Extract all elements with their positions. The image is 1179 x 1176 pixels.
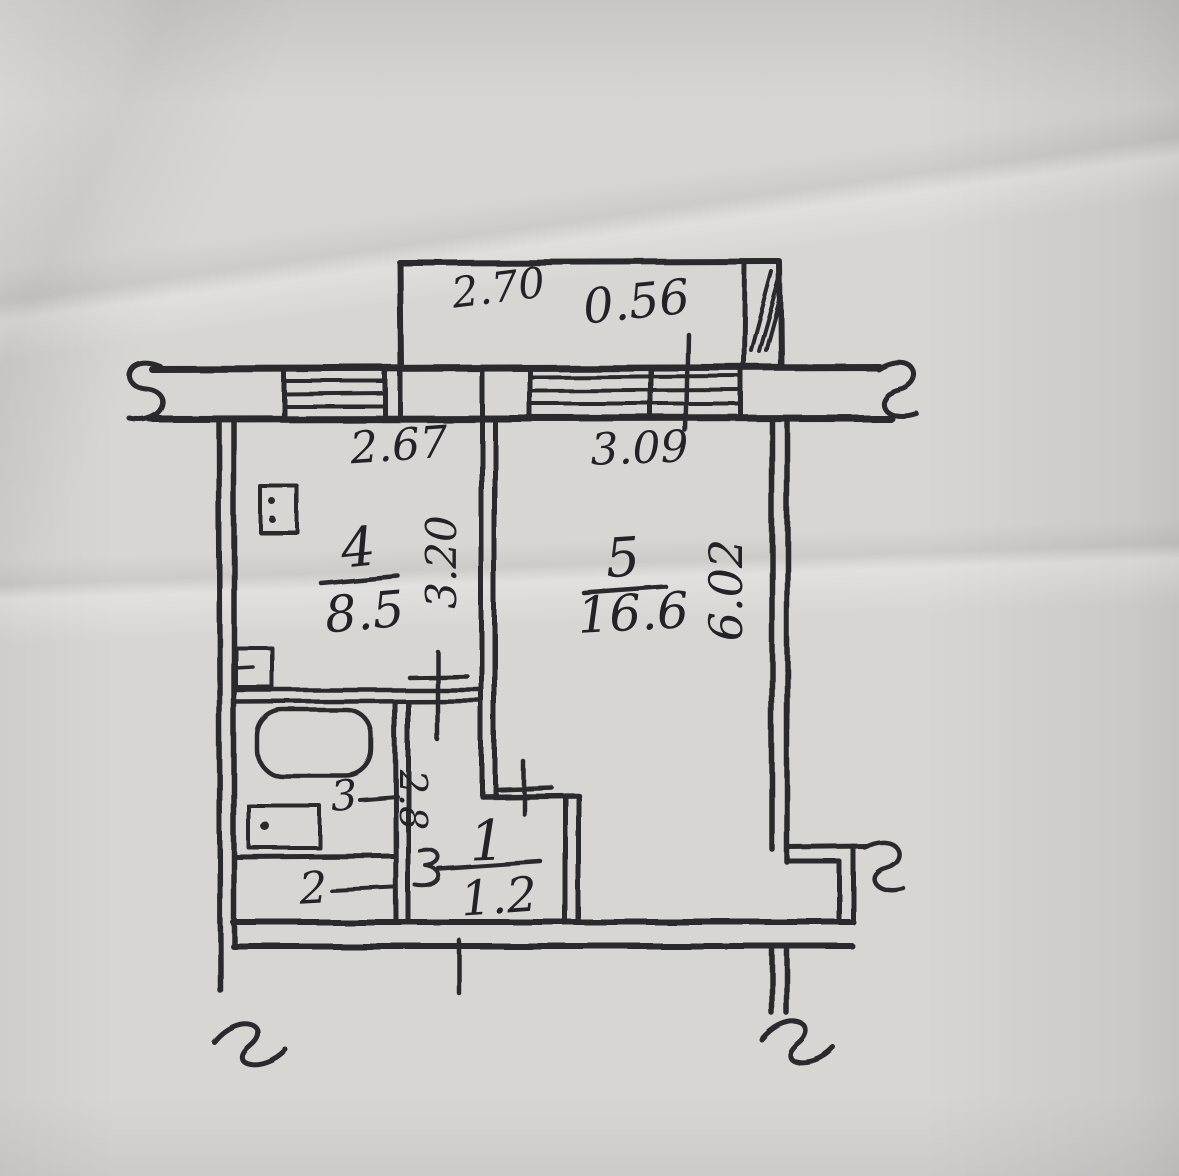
kitchen-sink-divider	[234, 665, 255, 670]
room2-number: 2	[297, 862, 329, 914]
balcony-leader-line	[683, 331, 691, 434]
right-step-walls	[836, 843, 856, 925]
washbasin-drain-dot	[261, 822, 271, 832]
room5-number-underline	[581, 584, 669, 596]
room4-number-underline	[318, 573, 401, 586]
wall-break-mark-bottom-right	[759, 1019, 837, 1066]
hall-right-wall	[562, 793, 581, 925]
room2-leader-dash	[329, 885, 395, 892]
bathroom-right-wall	[392, 699, 411, 925]
cross-mark-hall-wall	[493, 758, 554, 816]
room4-bottom-wall	[231, 687, 485, 705]
stove-burner-dot	[269, 516, 277, 524]
room4-number: 4	[337, 514, 379, 580]
window-icon-left-panes	[282, 379, 387, 408]
room4-width-dimension: 2.67	[347, 417, 449, 475]
bathtub-icon	[254, 707, 375, 779]
bath-toilet-divider-wall	[231, 853, 398, 860]
balcony-hatch-marks	[749, 270, 783, 353]
washbasin-icon	[247, 804, 322, 850]
room5-number: 5	[603, 525, 642, 590]
stove-burner-dot	[269, 498, 277, 506]
left-wall-outer	[216, 416, 223, 993]
room3-number: 3	[329, 770, 359, 821]
handwritten-labels: 2.70 0.56 2.67 3.09 4 8.5 3.20 5 16.6 6.…	[297, 258, 753, 928]
wall-break-mark-left	[126, 360, 166, 423]
balcony-width-dimension: 2.70	[448, 258, 548, 318]
room5-area: 16.6	[576, 581, 690, 645]
balcony-depth-dimension: 0.56	[580, 269, 692, 336]
balcony-end-divider	[741, 260, 748, 369]
hall-top-wall	[479, 792, 581, 799]
room4-room5-divider-wall	[479, 415, 498, 799]
window-icon-right-panes	[528, 374, 743, 406]
wall-break-mark-bottom-left	[211, 1021, 289, 1068]
room4-depth-dimension: 3.20	[417, 515, 466, 609]
room5-depth-dimension: 6.02	[699, 539, 753, 641]
stove-icon	[259, 485, 300, 535]
room1-number-underline	[436, 859, 544, 872]
partition-dimension: 2.8	[391, 769, 435, 830]
room1-number: 1	[468, 808, 506, 874]
facade-wall-outer-line	[148, 363, 883, 373]
wall-band-ticks	[397, 365, 485, 421]
wall-break-mark-right	[875, 359, 919, 418]
bottom-right-wall-continuation	[769, 943, 790, 1016]
ink-linework	[126, 259, 919, 1068]
door-squiggle-mark	[413, 848, 441, 888]
room4-area: 8.5	[322, 580, 406, 645]
wall-break-mark-step	[861, 839, 906, 892]
room1-area: 1.2	[459, 866, 539, 927]
room5-width-dimension: 3.09	[590, 421, 690, 475]
cross-mark-kitchen-wall	[406, 648, 470, 742]
facade-wall-inner-line	[146, 414, 895, 423]
balcony-outline	[397, 259, 784, 370]
room3-leader-dash	[357, 794, 399, 801]
